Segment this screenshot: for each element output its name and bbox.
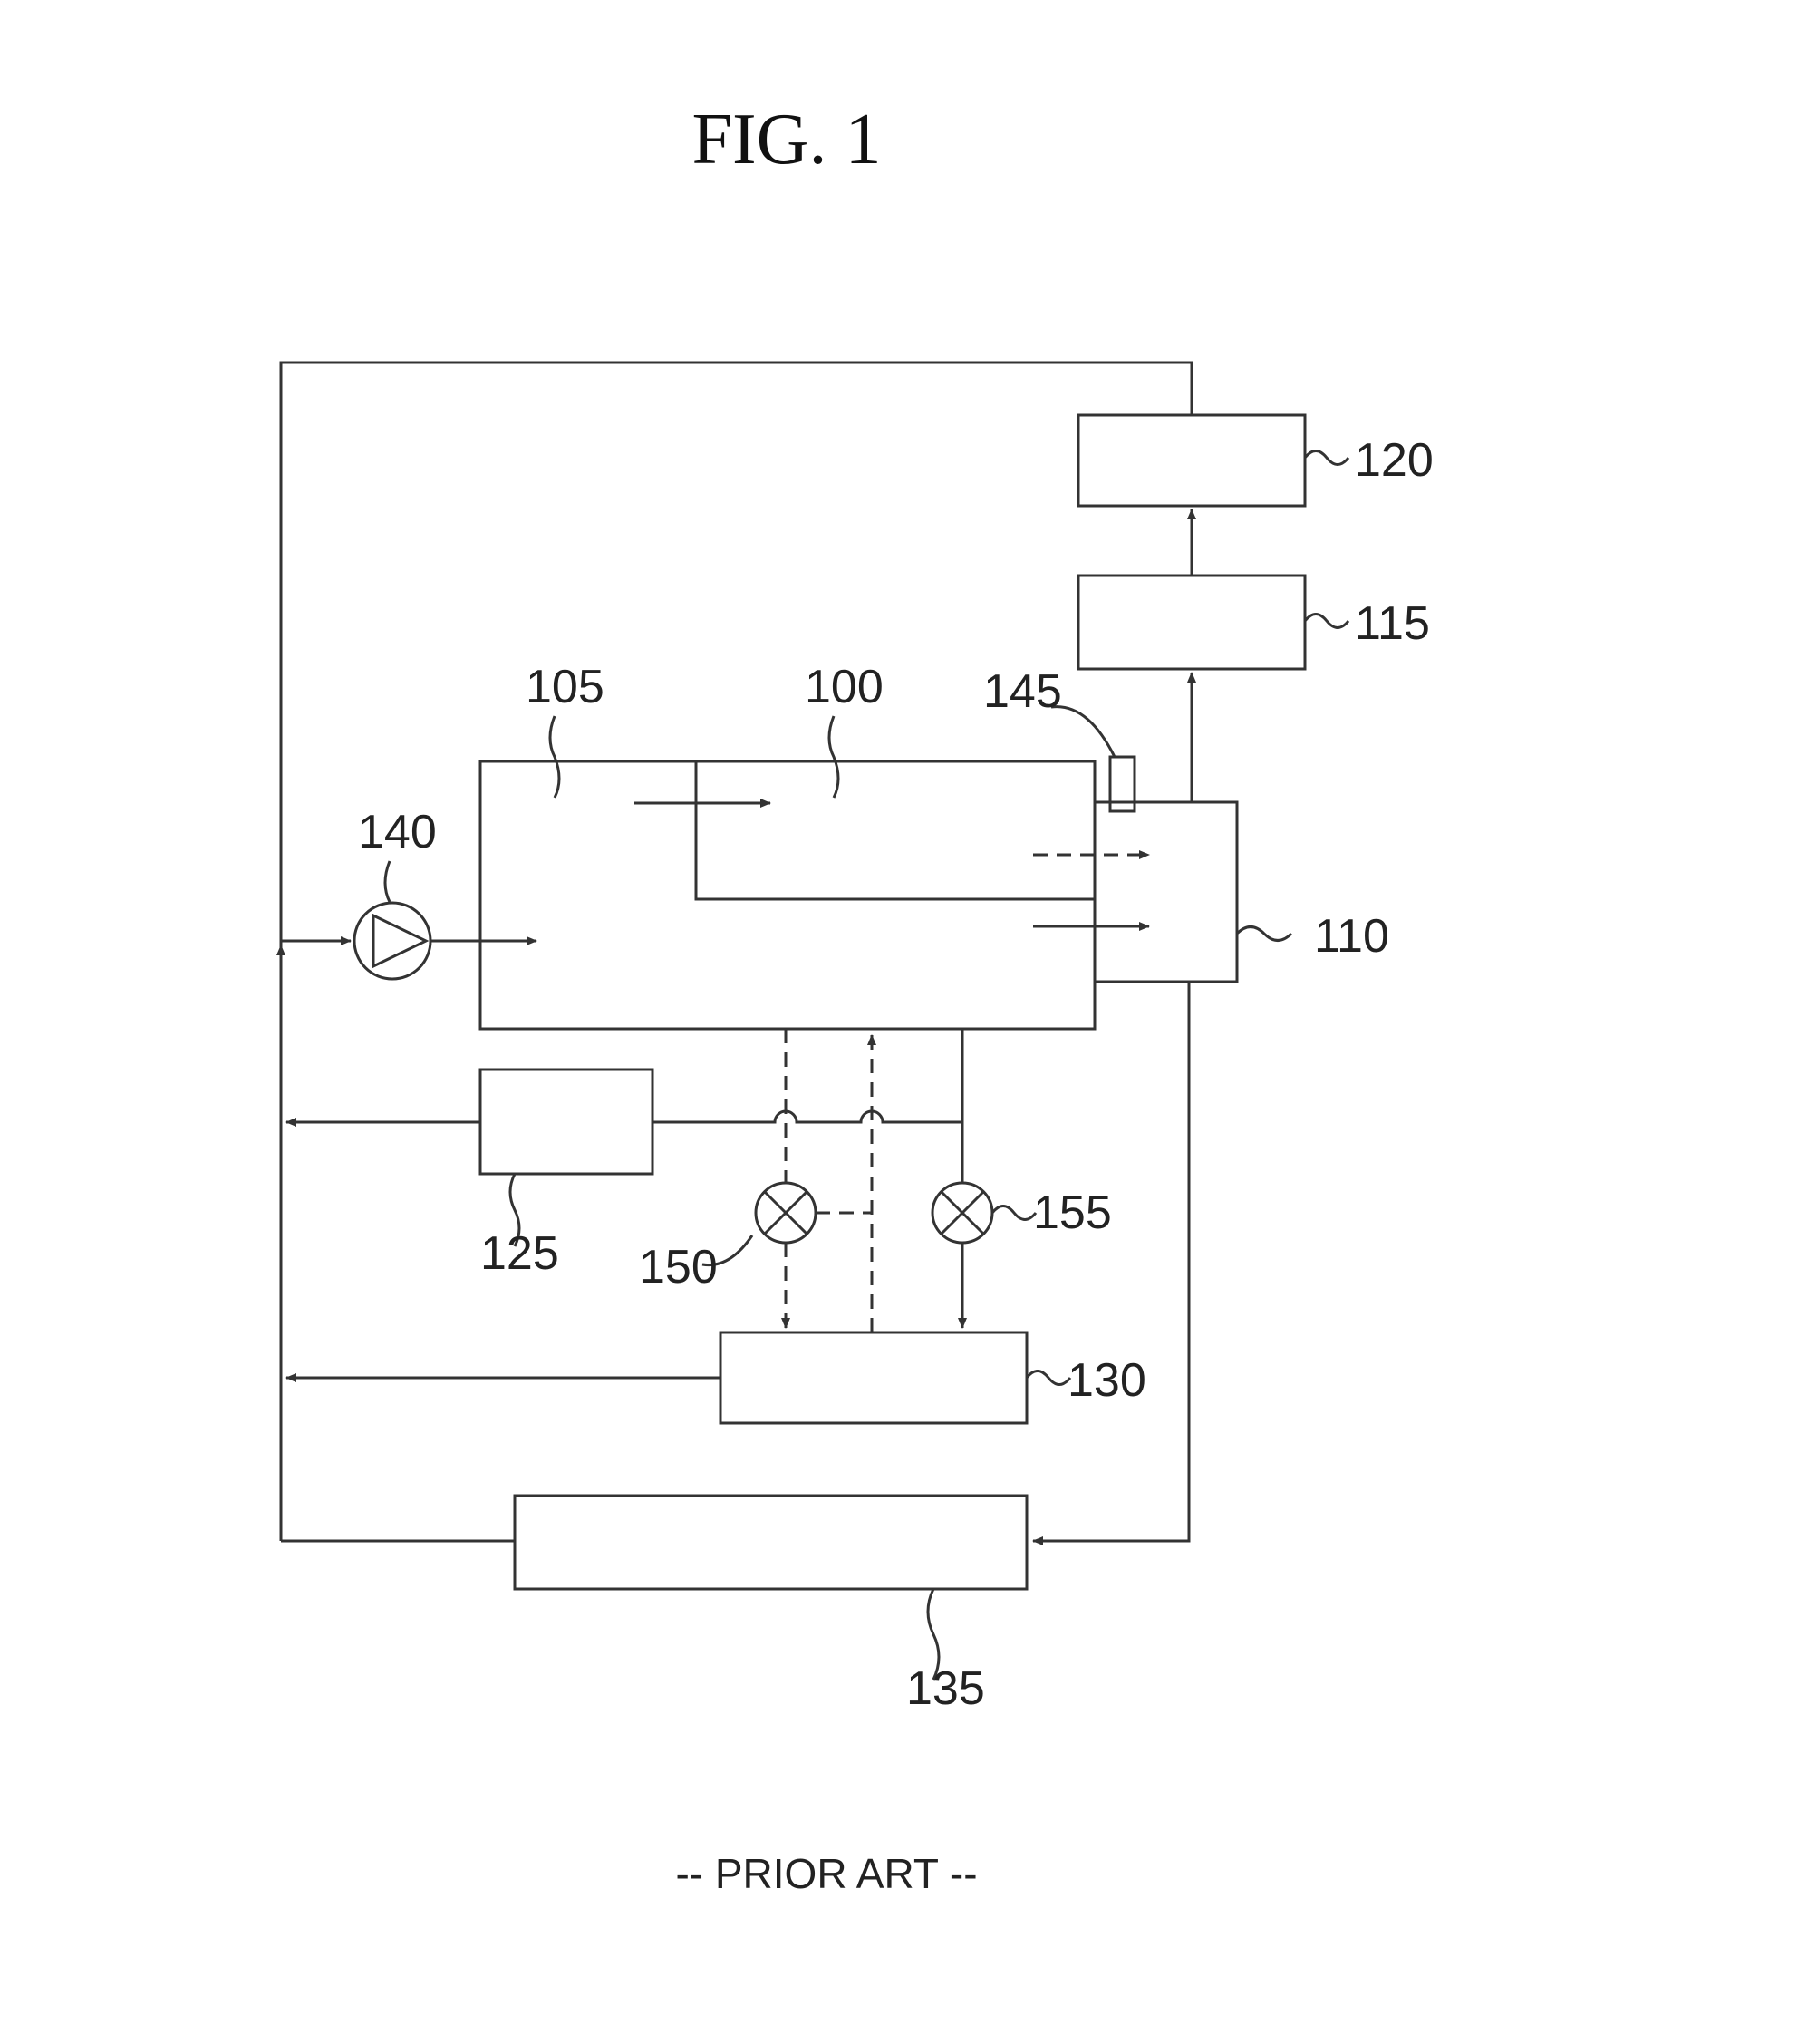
figure-title: FIG. 1 [692,100,882,179]
leader-110 [1237,927,1291,941]
leader-140 [385,861,390,902]
box-125 [480,1070,652,1174]
stack-box-105 [480,761,1095,1029]
line-stack-to-125 [652,1111,962,1122]
label-150: 150 [639,1241,718,1293]
leader-120 [1305,451,1348,465]
label-155: 155 [1033,1187,1112,1239]
label-125: 125 [480,1227,559,1280]
label-105: 105 [526,661,604,713]
label-110: 110 [1314,910,1389,963]
label-140: 140 [358,806,437,858]
box-110 [1095,802,1237,982]
label-145: 145 [983,665,1062,718]
leader-115 [1305,615,1348,628]
box-120 [1078,415,1305,506]
pump-140 [354,903,430,979]
box-130 [720,1332,1027,1423]
box-135 [515,1496,1027,1589]
label-100: 100 [805,661,884,713]
leader-130 [1027,1371,1070,1385]
line-110-to-135 [1033,982,1189,1541]
label-135: 135 [906,1662,985,1715]
figure-footer: -- PRIOR ART -- [675,1850,977,1897]
label-120: 120 [1355,434,1434,487]
box-115 [1078,576,1305,669]
label-115: 115 [1355,597,1430,650]
leader-155 [992,1206,1036,1220]
label-130: 130 [1068,1354,1146,1407]
